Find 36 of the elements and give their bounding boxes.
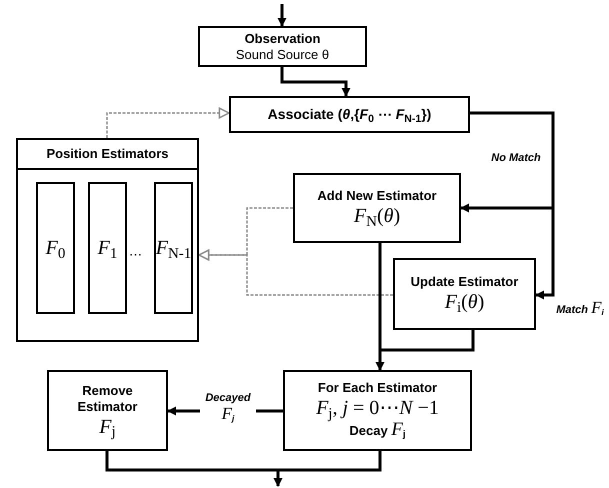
estimator-label: F$_{1}$ [98,236,118,263]
edge-label: Match F$_{i}$ [556,300,604,318]
estimator-bar [36,182,75,314]
process-title: Observation [244,30,320,46]
process-formula: F$_{j}$, j = 0⋯N −1 [316,396,439,420]
process-box [229,96,470,133]
estimator-bar [154,182,193,314]
estimator-label: F$_{N-1}$ [156,236,192,263]
estimator-label: F$_{0}$ [46,236,66,263]
dashed-arrow [106,107,230,138]
process-formula: Decay F$_{j}$ [349,420,406,441]
process-box [293,173,461,243]
estimator-bar [88,182,127,314]
process-box [47,370,168,451]
process-title: Update Estimator [410,274,518,290]
process-title: Remove Estimator [76,382,138,414]
process-formula: F$_{N}$(θ) [354,204,400,228]
process-formula: Sound Source θ [236,46,330,62]
arrow [280,67,350,97]
process-formula: F$_{j}$ [99,414,116,438]
process-box [198,26,367,67]
arrow [376,330,474,371]
process-box [393,258,536,330]
process-formula: F$_{i}$(θ) [444,290,484,314]
process-title: Add New Estimator [317,188,437,204]
dashed-arrow [198,249,393,296]
ellipsis-text: ⋯ [129,246,142,264]
edge-label: Decayed F$_{j}$ [200,390,256,424]
process-label: Associate (θ,{F$_{0}$ ⋯ F$_{N-1}$}) [268,105,432,125]
panel-title: Position Estimators [46,145,169,164]
process-box [283,370,472,451]
process-title: For Each Estimator [318,380,438,396]
arrow [470,112,554,300]
arrow [278,4,286,27]
arrow [274,451,382,487]
panel-box [16,138,199,342]
